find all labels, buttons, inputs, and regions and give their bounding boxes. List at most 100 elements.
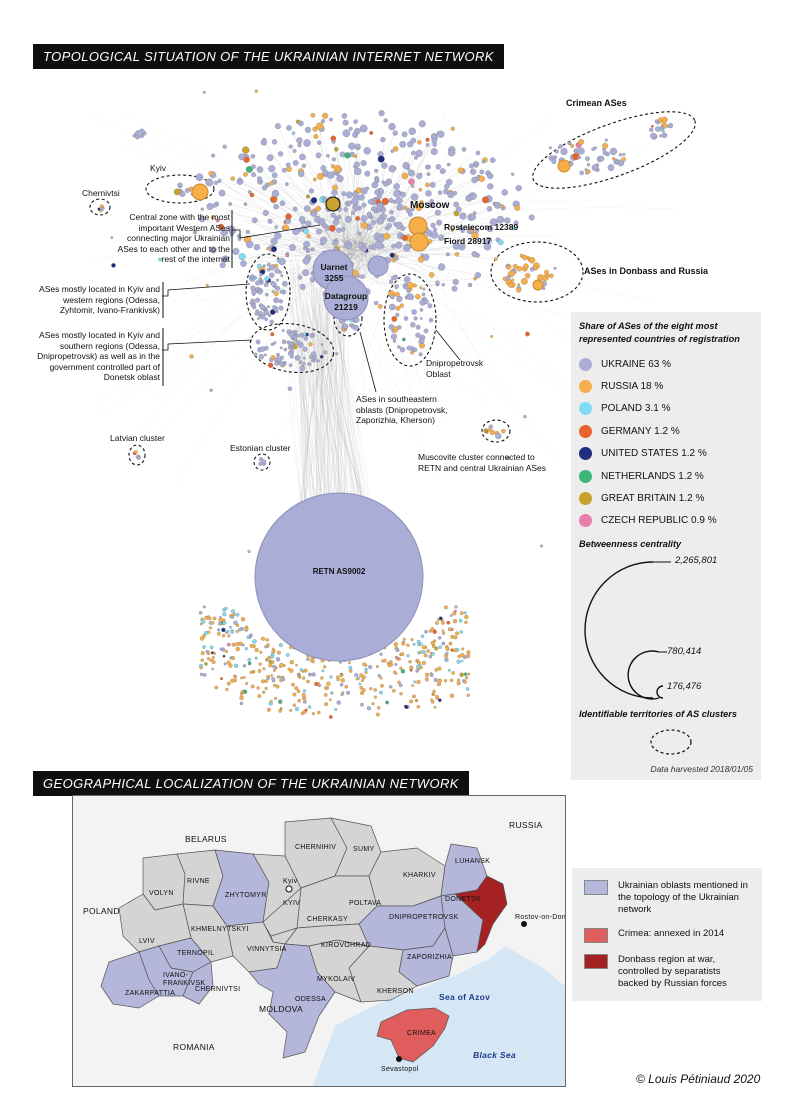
as-edge [299,273,343,508]
as-node [303,228,309,234]
as-node [528,214,535,221]
as-edge [291,269,342,506]
as-node [227,634,231,638]
legend-title: Share of ASes of the eight most represen… [579,321,740,344]
as-edge [289,297,335,514]
as-node [399,666,403,670]
as-node [222,144,227,149]
as-edge [343,193,362,267]
as-node [271,189,280,198]
as-edge [315,283,322,519]
as-edge [358,171,482,251]
legend-swatch [579,514,592,528]
label-donbass: ASes in Donbass and Russia [584,266,709,276]
as-node [231,642,236,647]
as-node [443,605,448,610]
label-central-zone: Central zone with the most important Wes… [117,212,230,264]
as-edge [298,253,318,515]
map-oblast-luhansk: LUHANSK [455,858,491,865]
as-node [474,228,480,234]
as-edge [362,253,438,283]
as-edge [246,159,362,248]
as-node [395,305,401,311]
as-node [240,617,246,622]
as-node [439,168,446,175]
as-edge [311,275,364,502]
as-node [274,696,278,700]
as-node [568,142,572,146]
as-edge [327,315,371,513]
as-node [393,190,401,198]
latvian-cluster-outline [128,444,146,466]
betweenness-value-3: 176,476 [667,681,702,692]
as-node [287,667,291,671]
as-node [222,654,226,658]
map-country-poland: POLAND [83,906,120,916]
as-node [406,345,412,351]
as-node [276,352,280,357]
as-node [408,127,416,135]
as-edge [408,252,532,426]
as-node [496,215,505,224]
label-uarnet: Uarnet 3255 [320,262,348,283]
as-node [424,629,428,634]
as-node [436,219,443,226]
retn-node [254,492,424,662]
as-node [452,278,459,285]
as-edge [350,180,378,254]
as-node [282,224,290,231]
as-node [289,660,294,665]
as-node [366,211,372,217]
as-node [228,625,232,629]
as-node [302,257,310,265]
as-node [224,606,228,611]
as-node [390,333,397,340]
as-node [360,274,365,279]
as-node [271,246,277,253]
as-node [393,670,397,675]
as-node [549,273,554,279]
as-edge [97,201,403,418]
as-node [288,144,293,149]
as-node [274,285,281,291]
as-edge [359,181,412,270]
donbass-cluster-outline [490,241,584,303]
as-edge [316,285,325,520]
as-node [479,169,485,175]
as-node [390,294,395,300]
as-node [450,126,455,131]
as-node [225,687,229,692]
as-node [359,685,363,690]
as-node [312,177,317,182]
as-node [406,654,410,658]
as-node [304,708,308,712]
as-edge [378,225,462,391]
moscow-node [325,196,341,212]
as-node [298,170,305,178]
as-node [353,154,358,159]
as-node [377,155,385,163]
as-node [274,361,280,366]
as-node [292,148,297,153]
as-node [621,157,626,162]
as-node [487,183,494,190]
as-node [273,341,277,345]
as-node [324,685,329,691]
as-node [424,164,430,170]
as-edge [128,207,322,448]
as-node [367,199,374,205]
as-node [313,134,319,139]
as-edge [310,275,364,503]
as-node [247,549,251,554]
as-node [441,629,445,633]
map-legend-item: Ukrainian oblasts mentioned in the topol… [584,880,752,916]
as-node [360,215,368,222]
as-node [369,687,373,691]
as-node [353,119,358,124]
map-oblast-chernihiv: CHERNIHIV [295,844,337,851]
as-edge [346,212,438,256]
as-node [371,702,375,706]
as-edge [341,324,345,510]
as-node [548,146,552,150]
as-node [285,653,290,657]
